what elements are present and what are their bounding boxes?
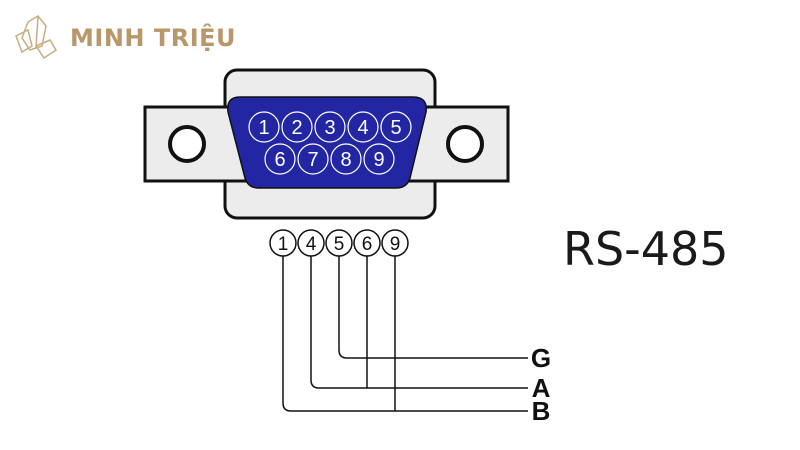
signal-G: G — [338, 256, 551, 373]
signal-label: G — [531, 343, 551, 373]
pin-circle — [330, 143, 362, 175]
pin-label: 6 — [274, 149, 285, 171]
pin-5: 5 — [380, 111, 412, 143]
brand-crystal-icon — [15, 15, 58, 60]
signal-line — [338, 256, 528, 359]
wire-pin-label: 6 — [362, 234, 373, 255]
pin-circle — [264, 143, 296, 175]
pin-circle — [248, 111, 280, 143]
wire-pin-label: 5 — [334, 234, 345, 255]
brand-name: MINH TRIỆU — [70, 24, 237, 52]
pin-8: 8 — [330, 143, 362, 175]
pin-7: 7 — [297, 143, 329, 175]
wire-pin-9: 9 — [381, 229, 409, 257]
diagram-title: RS-485 — [563, 222, 729, 276]
pin-label: 1 — [258, 117, 269, 139]
signal-label: B — [532, 396, 551, 426]
pin-label: 8 — [340, 149, 351, 171]
pin-3: 3 — [314, 111, 346, 143]
signal-label: A — [532, 373, 551, 403]
pin-4: 4 — [347, 111, 379, 143]
wire-pin-4: 4 — [297, 229, 325, 257]
pin-circle — [314, 111, 346, 143]
pin-circle — [347, 111, 379, 143]
pin-label: 2 — [291, 117, 302, 139]
pin-circle — [363, 143, 395, 175]
wire-pin-1: 1 — [269, 229, 297, 257]
pin-6: 6 — [264, 143, 296, 175]
mounting-hole-left — [168, 125, 206, 163]
pin-label: 7 — [307, 149, 318, 171]
mounting-hole-right — [446, 125, 484, 163]
wire-pin-label: 9 — [390, 234, 401, 255]
pin-circle — [297, 143, 329, 175]
pin-circle — [380, 111, 412, 143]
signal-B: B — [282, 256, 551, 426]
signal-line — [310, 256, 528, 389]
wire-pin-5: 5 — [325, 229, 353, 257]
signal-A: A — [310, 256, 551, 403]
pin-label: 4 — [357, 117, 368, 139]
pin-label: 9 — [373, 149, 384, 171]
wire-pin-label: 4 — [306, 234, 317, 255]
wire-pin-label: 1 — [278, 234, 289, 255]
pin-label: 5 — [390, 117, 401, 139]
pin-circle — [281, 111, 313, 143]
pin-1: 1 — [248, 111, 280, 143]
pin-9: 9 — [363, 143, 395, 175]
pin-2: 2 — [281, 111, 313, 143]
pin-label: 3 — [324, 117, 335, 139]
wire-pin-6: 6 — [353, 229, 381, 257]
signal-line — [282, 256, 528, 412]
